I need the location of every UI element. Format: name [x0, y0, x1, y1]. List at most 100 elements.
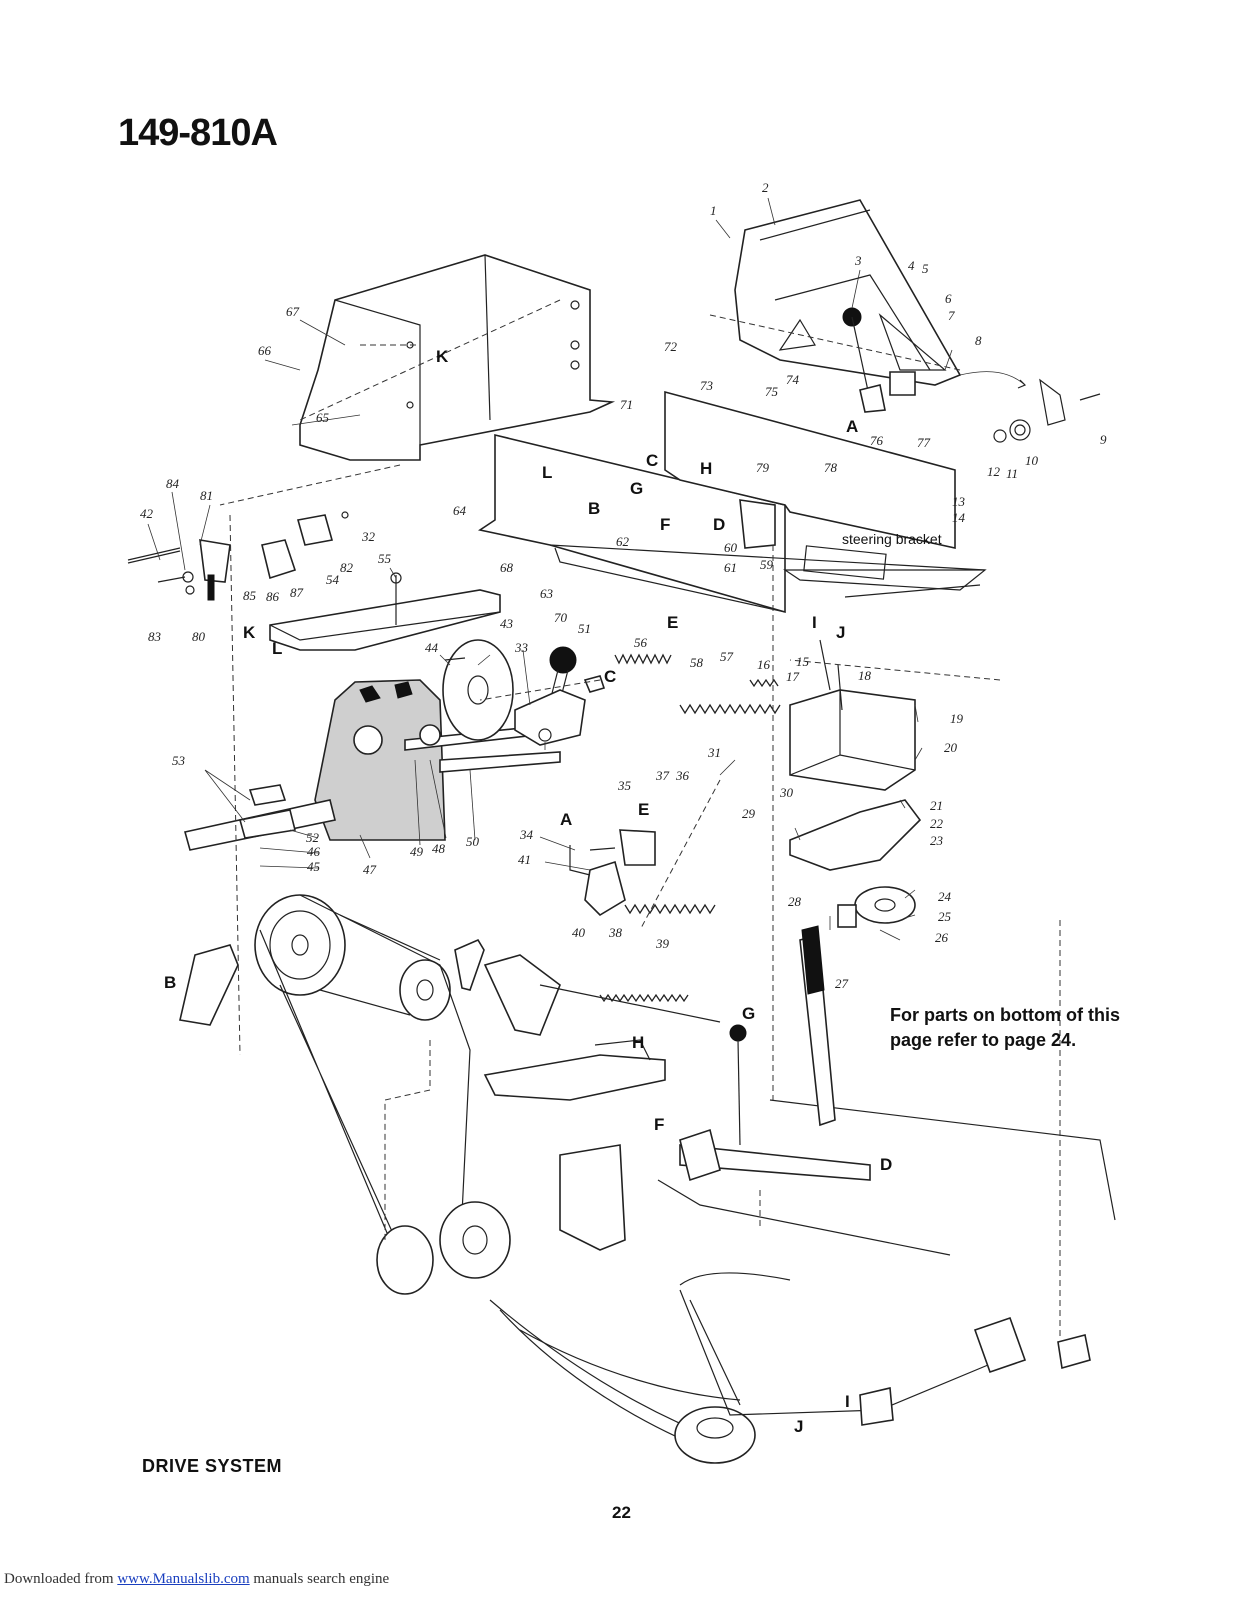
- part-label: 43: [500, 616, 514, 631]
- dash-shroud: [734, 199, 1101, 443]
- part-label: 52: [306, 830, 320, 845]
- ref-letter-j: J: [836, 623, 845, 642]
- part-label: 71: [620, 397, 633, 412]
- steering-bracket-callout: steering bracket: [842, 531, 942, 547]
- part-label: 57: [720, 649, 734, 664]
- note-text: For parts on bottom of this page refer t…: [890, 1005, 1120, 1050]
- reference-letter-labels: A A B B C C D D E E F F G G H H I I J J …: [164, 347, 892, 1436]
- part-label: 12: [987, 464, 1001, 479]
- lower-linkage: [483, 925, 1116, 1426]
- ref-letter-i: I: [812, 613, 817, 632]
- spring-31: [679, 703, 781, 715]
- ref-letter-a: A: [846, 417, 858, 436]
- part-label: 61: [724, 560, 737, 575]
- footer-suffix: manuals search engine: [249, 1571, 390, 1587]
- part-label: 25: [938, 909, 952, 924]
- ref-letter-f: F: [660, 515, 670, 534]
- pedal-bracket-b: [179, 938, 721, 1036]
- part-label: 24: [938, 889, 952, 904]
- part-label: 62: [616, 534, 630, 549]
- manualslib-link[interactable]: www.Manualslib.com: [117, 1571, 250, 1587]
- part-label: 47: [363, 862, 377, 877]
- part-label: 2: [762, 180, 769, 195]
- ref-letter-d: D: [880, 1155, 892, 1174]
- part-label: 54: [326, 572, 340, 587]
- part-label: 5: [922, 261, 929, 276]
- part-label: 16: [757, 657, 771, 672]
- part-label: 10: [1025, 453, 1039, 468]
- part-label: 87: [290, 585, 304, 600]
- part-label: 38: [608, 925, 623, 940]
- page-number: 22: [612, 1503, 631, 1522]
- bracket-35-40: [569, 829, 656, 917]
- part-label: 67: [286, 304, 300, 319]
- part-label: 66: [258, 343, 272, 358]
- part-label: 46: [307, 844, 321, 859]
- ref-letter-h: H: [632, 1033, 644, 1052]
- part-label: 79: [756, 460, 770, 475]
- part-label: 21: [930, 798, 943, 813]
- part-label: 33: [514, 640, 529, 655]
- part-label: 68: [500, 560, 514, 575]
- spring-56: [614, 653, 672, 665]
- part-label: 81: [200, 488, 213, 503]
- spring-39: [624, 903, 716, 915]
- ref-letter-a: A: [560, 810, 572, 829]
- part-label: 74: [786, 372, 800, 387]
- part-label: 59: [760, 557, 774, 572]
- ref-letter-h: H: [700, 459, 712, 478]
- part-label: 53: [172, 753, 186, 768]
- ref-letter-e: E: [667, 613, 678, 632]
- ref-letter-l: L: [542, 463, 552, 482]
- footer: Downloaded from www.Manualslib.com manua…: [4, 1571, 389, 1588]
- ref-letter-l: L: [272, 639, 282, 658]
- part-label: 82: [340, 560, 354, 575]
- part-label: 17: [786, 669, 800, 684]
- shift-lever: [514, 646, 606, 746]
- part-label: 70: [554, 610, 568, 625]
- part-label: 86: [266, 589, 280, 604]
- part-label: 9: [1100, 432, 1107, 447]
- part-label: 63: [540, 586, 554, 601]
- part-label: 27: [835, 976, 849, 991]
- part-label: 75: [765, 384, 779, 399]
- part-label: 39: [655, 936, 670, 951]
- spring-57: [749, 678, 779, 688]
- ref-letter-b: B: [164, 973, 176, 992]
- part-label: 11: [1006, 466, 1018, 481]
- part-label: 85: [243, 588, 257, 603]
- bracket-54: [269, 572, 501, 651]
- ref-letter-k: K: [436, 347, 449, 366]
- ref-letter-d: D: [713, 515, 725, 534]
- part-label: 49: [410, 844, 424, 859]
- part-label: 65: [316, 410, 330, 425]
- frame-rail: [477, 390, 987, 614]
- part-label: 18: [858, 668, 872, 683]
- part-label: 44: [425, 640, 439, 655]
- part-label: 48: [432, 841, 446, 856]
- part-label: 32: [361, 529, 376, 544]
- frame-panel-left: [299, 254, 616, 461]
- part-label: 7: [948, 308, 955, 323]
- part-label: 78: [824, 460, 838, 475]
- part-label: 64: [453, 503, 467, 518]
- drive-belts: [254, 894, 756, 1464]
- part-label: 15: [796, 654, 810, 669]
- ref-letter-c: C: [646, 451, 658, 470]
- part-label: 51: [578, 621, 591, 636]
- transaxle: [184, 679, 581, 851]
- part-label: 56: [634, 635, 648, 650]
- part-label: 3: [854, 253, 862, 268]
- part-label: 58: [690, 655, 704, 670]
- part-label: 83: [148, 629, 162, 644]
- part-label: 30: [779, 785, 794, 800]
- footer-prefix: Downloaded from: [4, 1571, 118, 1587]
- part-label: 26: [935, 930, 949, 945]
- part-label: 4: [908, 258, 915, 273]
- part-label: 35: [617, 778, 632, 793]
- part-label: 41: [518, 852, 531, 867]
- part-label: 37: [655, 768, 670, 783]
- ref-letter-g: G: [742, 1004, 755, 1023]
- assembly-lines: [219, 314, 1061, 1340]
